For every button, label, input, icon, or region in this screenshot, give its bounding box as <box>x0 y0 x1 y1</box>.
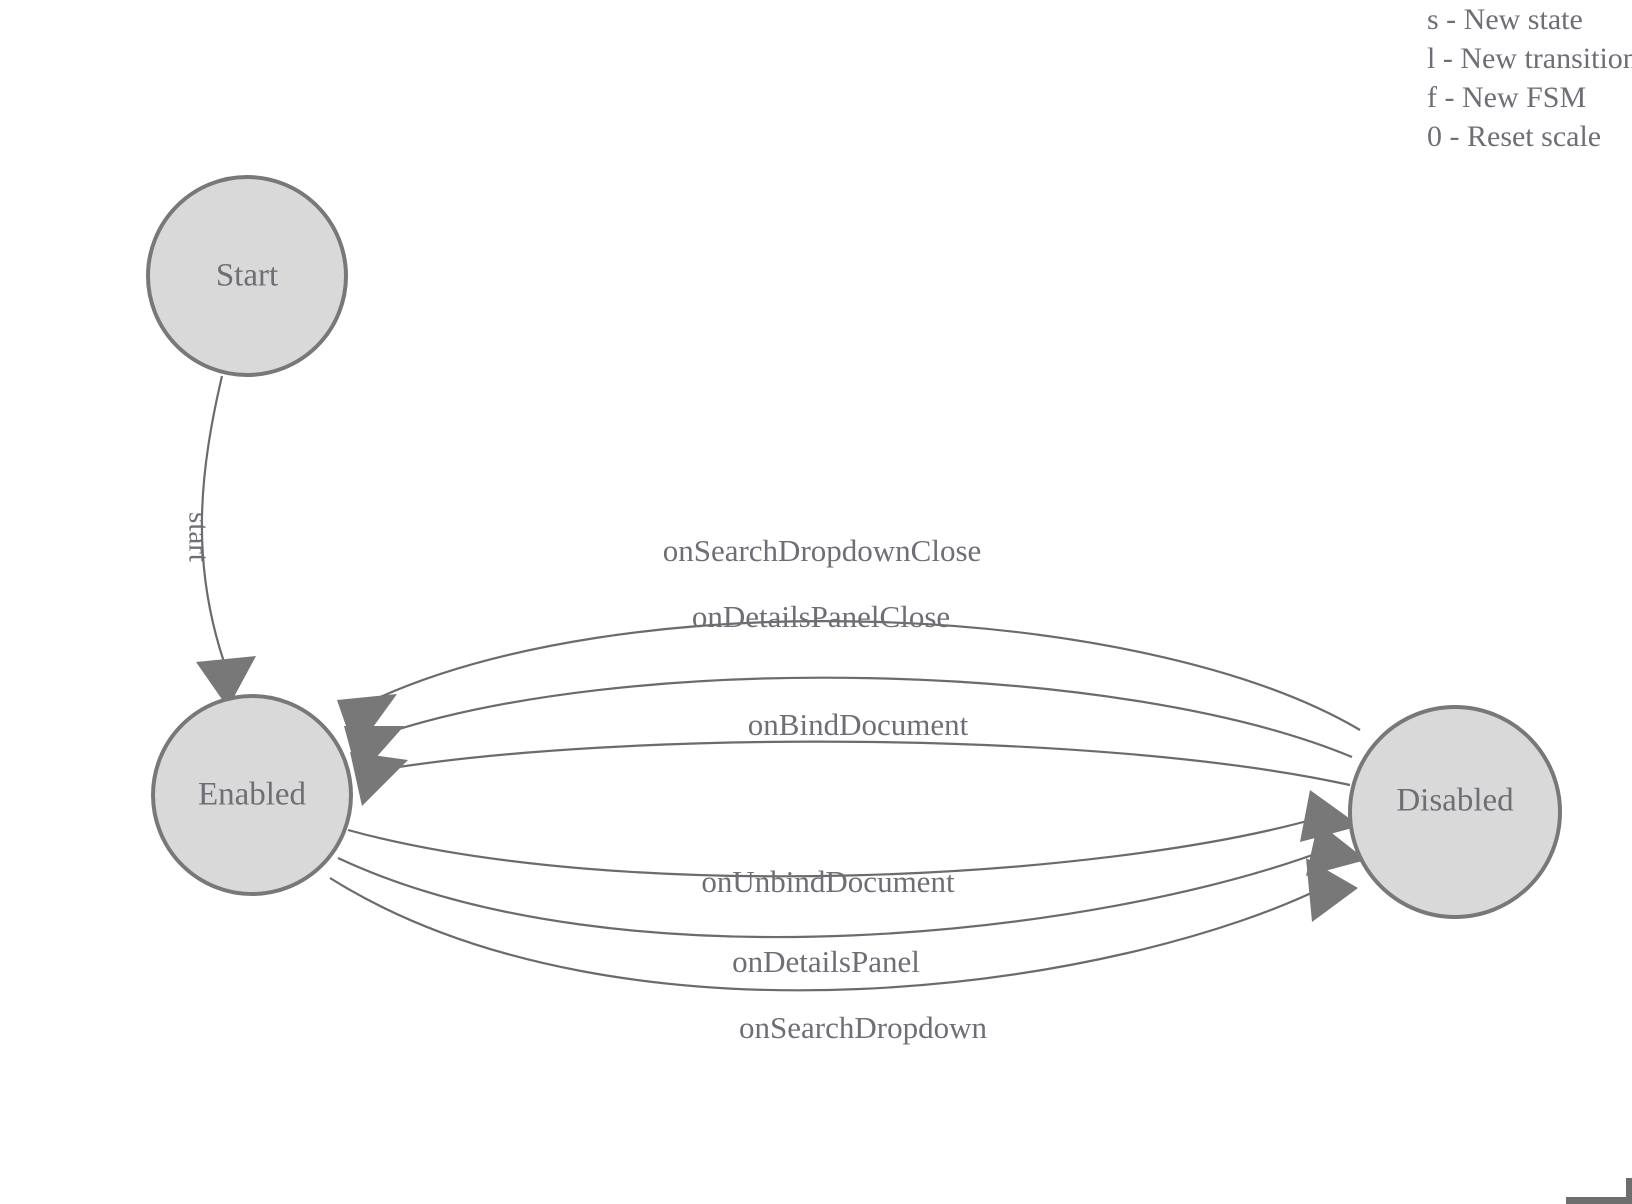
edge-path-details-panel-close[interactable] <box>371 676 1353 759</box>
edge-label-t-details-panel-close: onDetailsPanelClose <box>692 599 950 634</box>
edge-label-t-start: start <box>182 512 214 562</box>
edge-path-unbind-document[interactable] <box>347 816 1319 878</box>
edge-t-start[interactable] <box>196 375 256 708</box>
help-line-new-state: s - New state <box>1427 3 1583 36</box>
help-overlay: s - New state l - New transition f - New… <box>1427 0 1632 160</box>
help-line-new-transition: l - New transition <box>1427 42 1632 75</box>
edge-t-bind-document[interactable] <box>350 740 1351 806</box>
edge-label-t-details-panel: onDetailsPanel <box>732 944 920 979</box>
state-node-enabled[interactable]: Enabled <box>151 694 353 896</box>
help-line-new-fsm: f - New FSM <box>1427 81 1587 114</box>
state-circle-enabled[interactable] <box>151 694 353 896</box>
edge-path-bind-document[interactable] <box>379 740 1351 787</box>
scrollbar-horizontal[interactable] <box>1566 1197 1632 1204</box>
edge-label-t-unbind-document: onUnbindDocument <box>701 864 955 899</box>
edge-layer <box>196 375 1366 992</box>
state-circle-start[interactable] <box>146 175 348 377</box>
edge-path-details-panel[interactable] <box>337 848 1327 939</box>
node-layer: Start Enabled Disabled <box>146 175 1562 919</box>
arrowhead-details-panel <box>1306 822 1366 876</box>
edge-path-search-dropdown[interactable] <box>329 877 1331 992</box>
arrowhead-search-dropdown <box>1306 858 1358 922</box>
arrowhead-bind-document <box>350 752 408 806</box>
state-label-disabled: Disabled <box>1396 783 1514 819</box>
state-circle-disabled[interactable] <box>1348 705 1562 919</box>
state-node-start[interactable]: Start <box>146 175 348 377</box>
arrowhead-unbind-document <box>1300 790 1360 842</box>
edge-label-t-search-dropdown: onSearchDropdown <box>739 1010 987 1045</box>
edge-label-layer: start onSearchDropdownClose onDetailsPan… <box>182 512 987 1045</box>
state-label-start: Start <box>216 258 278 294</box>
edge-path-search-dropdown-close[interactable] <box>362 620 1361 731</box>
arrowhead-start <box>196 656 256 708</box>
edge-t-unbind-document[interactable] <box>347 790 1360 878</box>
edge-path-start[interactable] <box>200 375 226 663</box>
state-node-disabled[interactable]: Disabled <box>1348 705 1562 919</box>
edge-t-details-panel[interactable] <box>337 822 1366 939</box>
edge-t-search-dropdown[interactable] <box>329 858 1358 992</box>
edge-label-t-bind-document: onBindDocument <box>748 707 969 742</box>
state-label-enabled: Enabled <box>198 777 307 813</box>
edge-label-t-search-dropdown-close: onSearchDropdownClose <box>663 533 982 568</box>
help-line-reset-scale: 0 - Reset scale <box>1427 120 1602 153</box>
scrollbar-vertical[interactable] <box>1626 1178 1632 1204</box>
